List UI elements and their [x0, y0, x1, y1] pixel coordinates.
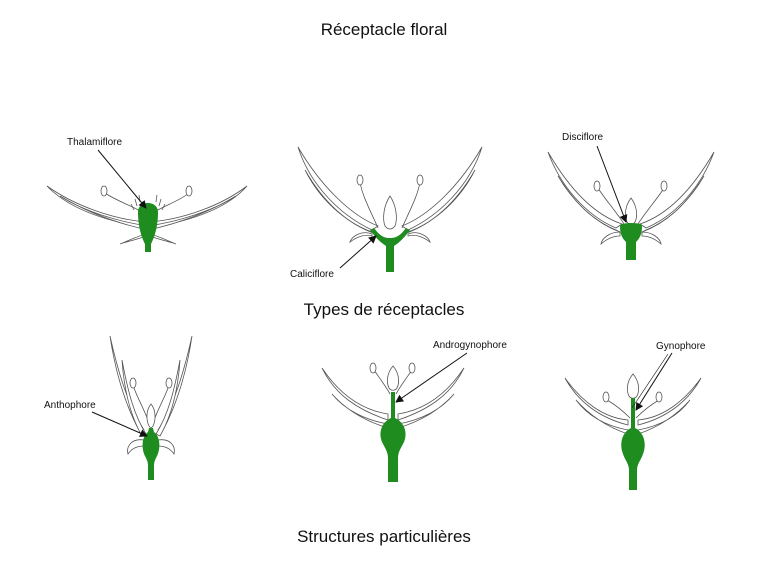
label-anthophore: Anthophore [44, 400, 96, 411]
arrow-gynophore-shadow [631, 353, 669, 409]
flower-androgynophore [321, 362, 465, 482]
flower-gynophore [564, 373, 702, 490]
anther-left [602, 391, 610, 403]
petal-right [639, 151, 715, 229]
arrow-gynophore [635, 352, 673, 411]
label-thalamiflore: Thalamiflore [67, 137, 122, 148]
petal-right-inner [147, 195, 237, 231]
section-title-structures: Structures particulières [297, 527, 471, 546]
flower-disciflore [547, 151, 715, 260]
pistil [624, 197, 638, 225]
label-disciflore: Disciflore [562, 132, 604, 143]
anther-right [165, 377, 173, 389]
receptacle [621, 398, 645, 490]
petal-left [564, 377, 629, 426]
petal-right-inner [641, 175, 705, 233]
petal-left-inner [121, 359, 147, 437]
receptacle [380, 392, 406, 482]
arrow-caliciflore [339, 235, 377, 269]
receptacle [370, 228, 410, 272]
flower-anthophore [109, 335, 193, 480]
receptacle [138, 203, 158, 252]
petal-right [637, 377, 702, 426]
section-title-types: Types de réceptacles [303, 300, 465, 319]
stamen-left [606, 399, 631, 419]
anther-left [369, 362, 377, 374]
pistil [386, 365, 400, 391]
sepal-right [641, 231, 662, 246]
petal-left [547, 151, 623, 229]
anther-right [408, 362, 416, 374]
sepal-right [407, 232, 431, 244]
receptacle [142, 428, 160, 480]
petal-left-inner [557, 175, 621, 233]
sepal-right [157, 439, 175, 455]
petal-right [401, 146, 483, 231]
label-gynophore: Gynophore [656, 341, 706, 352]
label-androgynophore: Androgynophore [433, 340, 507, 351]
anther-right [655, 391, 663, 403]
pistil [146, 403, 156, 428]
sepal-left [127, 439, 145, 455]
label-caliciflore: Caliciflore [290, 269, 334, 280]
petal-right-inner [155, 359, 181, 437]
arrow-disciflore [596, 145, 628, 223]
petal-right-inner [637, 399, 691, 435]
sepal-left [600, 231, 621, 246]
arrow-androgynophore [395, 352, 468, 403]
arrow-anthophore [91, 411, 148, 437]
petal-left-inner [575, 399, 629, 435]
stamen-right [153, 192, 190, 213]
pistil [383, 195, 397, 230]
petal-right-inner [397, 393, 455, 429]
petal-left-inner [331, 393, 389, 429]
petal-left-inner [59, 195, 149, 231]
receptacle [620, 223, 642, 260]
anther-right [416, 174, 424, 186]
flower-thalamiflore [46, 185, 248, 252]
pistil [626, 373, 640, 399]
anther-left [356, 174, 364, 186]
anther-right [185, 185, 193, 197]
petal-left [321, 367, 389, 421]
petal-right-inner [403, 169, 476, 235]
flower-caliciflore [297, 146, 483, 272]
anther-left [593, 180, 601, 192]
stamens-fringe [130, 194, 166, 211]
anther-left [129, 377, 137, 389]
petal-left [297, 146, 379, 231]
stamen-right [635, 399, 660, 419]
arrow-thalamiflore [97, 149, 147, 209]
diagram-title: Réceptacle floral [320, 20, 448, 39]
petal-right [397, 367, 465, 421]
petal-left-inner [304, 169, 377, 235]
anther-right [660, 180, 668, 192]
sepal-left [349, 232, 373, 244]
anther-left [100, 185, 108, 197]
